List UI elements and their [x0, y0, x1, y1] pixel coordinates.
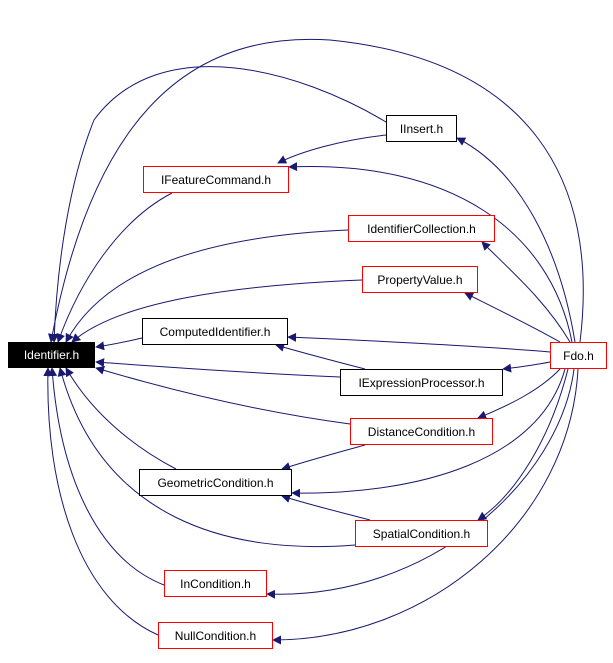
edge-iinsert-to-identifier	[49, 66, 387, 343]
identifier-node: Identifier.h	[8, 342, 95, 368]
edge-fdo-to-computedidentifier	[287, 332, 551, 353]
nullcondition-node[interactable]: NullCondition.h	[158, 622, 273, 649]
propertyvalue-node[interactable]: PropertyValue.h	[362, 266, 478, 293]
edge-identifiercollection-to-identifier	[65, 229, 349, 343]
fdo-node[interactable]: Fdo.h	[550, 342, 607, 369]
edge-fdo-to-incondition	[266, 368, 575, 599]
edge-fdo-to-spatialcondition	[477, 368, 569, 521]
edge-fdo-to-iexpressionprocessor	[502, 361, 551, 373]
computedidentifier-node[interactable]: ComputedIdentifier.h	[142, 318, 288, 345]
edge-computedidentifier-to-identifier	[95, 337, 143, 351]
edge-distancecondition-to-identifier	[95, 365, 351, 425]
edge-iexpressionprocessor-to-identifier	[95, 358, 341, 378]
edge-iinsert-to-ifeaturecommand	[277, 134, 387, 164]
incondition-node[interactable]: InCondition.h	[164, 570, 267, 597]
ifeaturecommand-node[interactable]: IFeatureCommand.h	[143, 166, 289, 193]
edge-fdo-to-propertyvalue	[464, 292, 561, 343]
edge-fdo-to-identifiercollection	[481, 241, 571, 343]
edge-nullcondition-to-identifier	[43, 367, 159, 636]
geometriccondition-node[interactable]: GeometricCondition.h	[139, 469, 292, 496]
edge-spatialcondition-to-identifier	[57, 367, 356, 548]
edge-fdo-to-nullcondition	[272, 368, 579, 645]
edge-geometriccondition-to-identifier	[65, 367, 177, 470]
edge-fdo-to-geometriccondition	[291, 368, 566, 498]
edge-fdo-to-ifeaturecommand	[288, 162, 573, 343]
distancecondition-node[interactable]: DistanceCondition.h	[350, 418, 493, 445]
edge-incondition-to-identifier	[48, 367, 165, 586]
iexpressionprocessor-node[interactable]: IExpressionProcessor.h	[340, 369, 503, 396]
edge-spatialcondition-to-geometriccondition	[281, 494, 371, 521]
spatialcondition-node[interactable]: SpatialCondition.h	[355, 520, 488, 547]
edge-fdo-to-identifier	[48, 38, 584, 343]
edge-iexpressionprocessor-to-computedidentifier	[275, 342, 366, 370]
iinsert-node[interactable]: IInsert.h	[386, 115, 457, 142]
edge-distancecondition-to-geometriccondition	[281, 444, 366, 471]
edge-propertyvalue-to-identifier	[71, 279, 363, 343]
edge-fdo-to-distancecondition	[477, 368, 561, 420]
edge-fdo-to-iinsert	[456, 137, 576, 343]
edge-ifeaturecommand-to-identifier	[56, 192, 173, 343]
identifiercollection-node[interactable]: IdentifierCollection.h	[348, 215, 495, 242]
